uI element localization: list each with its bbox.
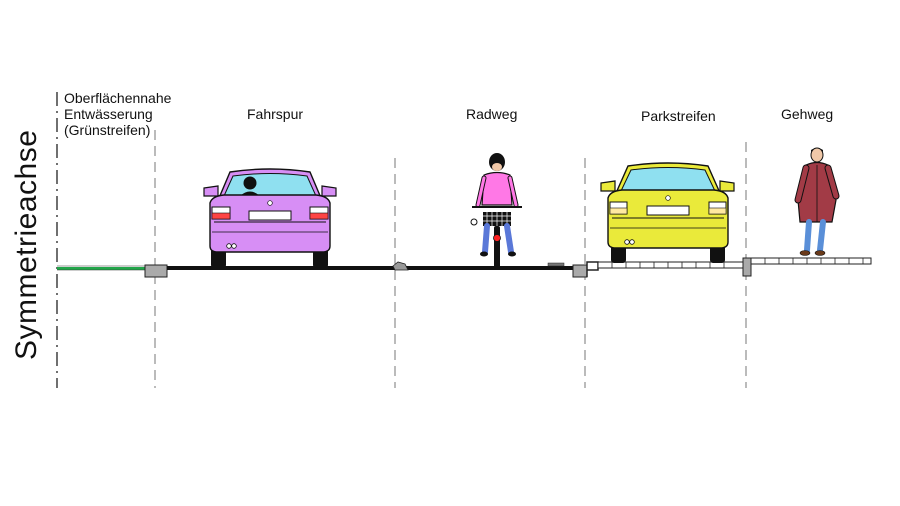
label-drainage: Oberflächennahe Entwässerung (Grünstreif… bbox=[64, 90, 171, 138]
label-drainage-line-3: (Grünstreifen) bbox=[64, 122, 151, 138]
road-joint bbox=[392, 261, 409, 271]
sidewalk-paving bbox=[750, 257, 872, 265]
curb-left bbox=[144, 264, 168, 278]
curb-middle bbox=[572, 264, 588, 278]
label-bike: Radweg bbox=[466, 106, 518, 122]
car-lane-icon bbox=[203, 168, 337, 268]
bike-lane-marker bbox=[547, 262, 565, 267]
curb-middle-step bbox=[586, 261, 599, 277]
pedestrian-icon bbox=[794, 147, 840, 256]
label-drainage-line-2: Entwässerung bbox=[64, 106, 153, 122]
label-drainage-line-1: Oberflächennahe bbox=[64, 90, 172, 106]
cyclist-icon bbox=[470, 153, 522, 268]
parking-paving-joints bbox=[611, 262, 725, 268]
curb-right bbox=[742, 257, 752, 277]
label-lane: Fahrspur bbox=[247, 106, 304, 122]
car-parked-icon bbox=[600, 162, 735, 263]
road-surface bbox=[167, 266, 575, 270]
sidewalk-paving-joints bbox=[764, 258, 864, 264]
green-strip bbox=[57, 267, 145, 270]
label-sidewalk: Gehweg bbox=[781, 106, 834, 122]
label-parking: Parkstreifen bbox=[641, 108, 716, 124]
